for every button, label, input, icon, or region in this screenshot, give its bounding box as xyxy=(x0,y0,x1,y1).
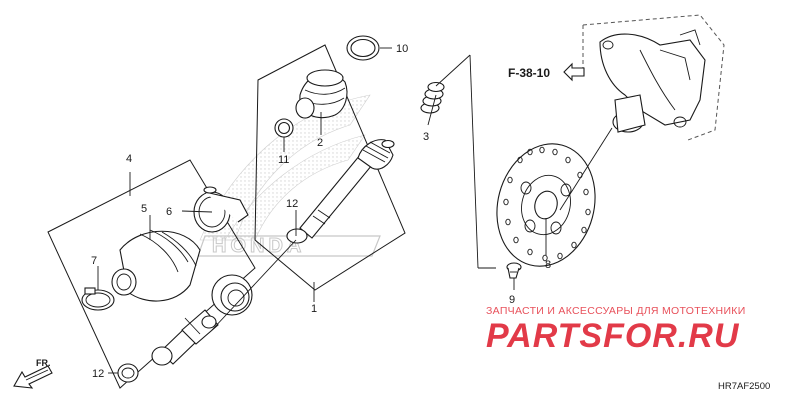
knuckle-housing xyxy=(582,14,725,141)
callout-11: 11 xyxy=(278,154,289,166)
universal-joint xyxy=(151,309,219,366)
callout-8: 8 xyxy=(545,259,551,271)
reference-label: F-38-10 xyxy=(508,66,550,80)
watermark-brand: PARTSFOR.RU xyxy=(486,317,740,355)
svg-text:HONDA: HONDA xyxy=(212,235,305,257)
leader-lines xyxy=(97,47,613,374)
callout-4: 4 xyxy=(126,153,132,165)
o-ring-12-lower xyxy=(117,363,139,383)
spring-3 xyxy=(420,81,445,114)
callout-7: 7 xyxy=(91,255,97,267)
callout-9: 9 xyxy=(509,294,515,306)
direction-label: FR. xyxy=(36,358,51,368)
boot-5 xyxy=(111,229,201,302)
callout-12-upper: 12 xyxy=(286,198,298,210)
front-direction-arrow-icon xyxy=(13,365,53,389)
o-ring-11 xyxy=(274,118,294,138)
bolt-9 xyxy=(506,262,522,279)
callout-12-lower: 12 xyxy=(92,368,104,380)
oil-seal xyxy=(211,274,253,316)
assembly-box-1 xyxy=(254,44,406,291)
assembly-box-4 xyxy=(47,159,256,389)
o-ring-12-upper xyxy=(286,228,308,244)
diagram-code: HR7AF2500 xyxy=(718,381,771,392)
callout-3: 3 xyxy=(423,131,429,143)
clamp-7 xyxy=(81,287,115,311)
callout-2: 2 xyxy=(317,137,323,149)
callout-6: 6 xyxy=(166,206,172,218)
reference-arrow-icon xyxy=(563,62,585,82)
boot-2 xyxy=(295,69,348,119)
watermark-tagline: ЗАПЧАСТИ И АКСЕССУАРЫ ДЛЯ МОТОТЕХНИКИ xyxy=(486,305,746,317)
callout-1: 1 xyxy=(311,303,317,315)
disc-holes xyxy=(503,146,591,262)
brake-disc-8 xyxy=(496,143,596,267)
callout-5: 5 xyxy=(141,203,147,215)
o-ring-10 xyxy=(346,35,380,61)
callout-10: 10 xyxy=(396,43,408,55)
